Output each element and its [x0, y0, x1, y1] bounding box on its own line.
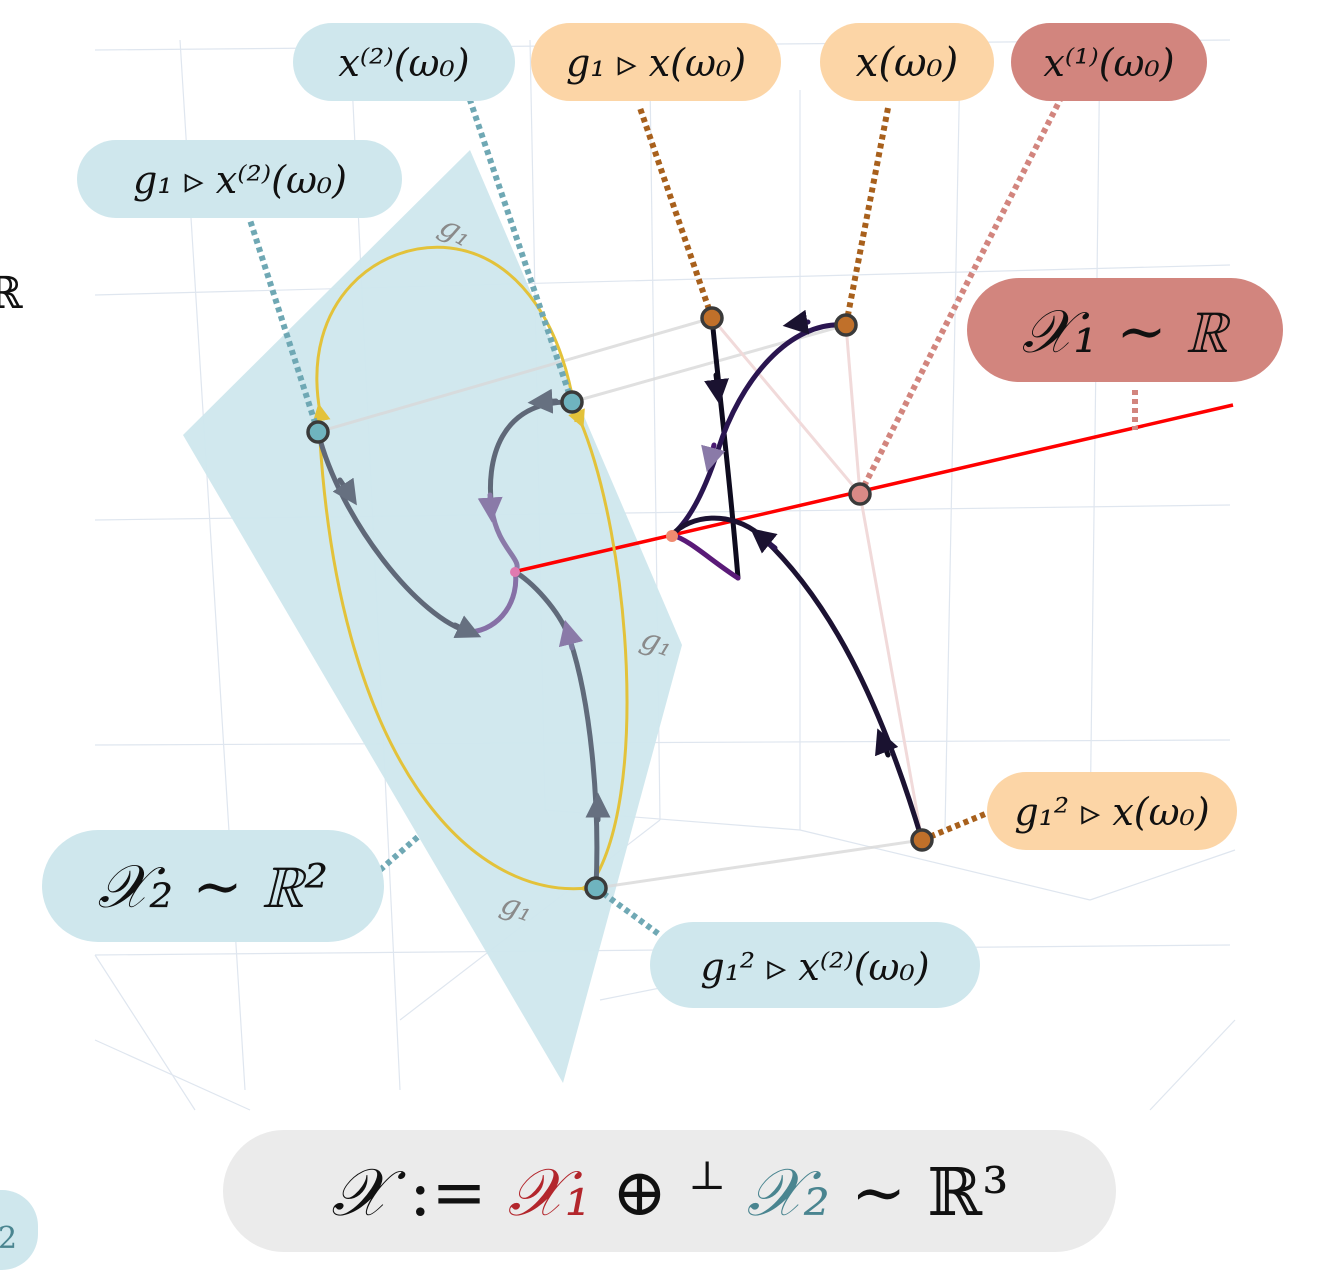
formula-tail: ∼ ℝ³	[851, 1154, 1009, 1231]
svg-text:g₁² ▹ x⁽²⁾(ω₀): g₁² ▹ x⁽²⁾(ω₀)	[700, 945, 929, 989]
x2-plane	[183, 150, 682, 1083]
point-g1sq-x2-w0	[584, 876, 608, 900]
g1-orbit	[312, 245, 629, 897]
label-X1-space: 𝒳₁ ∼ ℝ	[967, 278, 1283, 382]
svg-text:g₁ ▹ x(ω₀): g₁ ▹ x(ω₀)	[566, 41, 746, 85]
label-g1sq-x2-w0: g₁² ▹ x⁽²⁾(ω₀)	[650, 922, 980, 1008]
point-g1-x-w0	[700, 306, 724, 330]
x2-trajectories	[315, 388, 611, 891]
svg-text:x(ω₀): x(ω₀)	[856, 40, 958, 86]
formula-x: 𝒳	[331, 1154, 406, 1231]
point-x-w0	[834, 313, 858, 337]
points	[306, 306, 934, 900]
label-X2-space: 𝒳₂ ∼ ℝ²	[42, 830, 384, 942]
point-g1sq-x-w0	[910, 828, 934, 852]
leader-lines	[247, 98, 1138, 938]
svg-text:g₁² ▹ x(ω₀): g₁² ▹ x(ω₀)	[1014, 790, 1209, 834]
svg-text:𝒳₁ ∼ ℝ: 𝒳₁ ∼ ℝ	[1022, 297, 1232, 367]
svg-text:x⁽²⁾(ω₀): x⁽²⁾(ω₀)	[338, 41, 469, 85]
label-g1sq-x-w0: g₁² ▹ x(ω₀)	[987, 772, 1237, 850]
svg-text:2: 2	[0, 1221, 17, 1256]
edge-clip-r: ℝ	[0, 268, 23, 319]
point-x1-w0	[848, 482, 872, 506]
svg-text:g₁ ▹ x⁽²⁾(ω₀): g₁ ▹ x⁽²⁾(ω₀)	[133, 158, 347, 202]
label-x-w0: x(ω₀)	[820, 23, 994, 101]
x-trajectories	[510, 309, 925, 843]
label-x2-w0: x⁽²⁾(ω₀)	[293, 23, 515, 101]
label-g1-x2-w0: g₁ ▹ x⁽²⁾(ω₀)	[77, 140, 402, 218]
svg-text:𝒳 := 𝒳₁: 𝒳 := 𝒳₁ ⊕ ⊥ 𝒳₂ ∼ ℝ³	[331, 1128, 1008, 1231]
projection-lines	[317, 316, 923, 890]
x1-axis-line	[512, 403, 1234, 574]
label-g1-x-w0: g₁ ▹ x(ω₀)	[531, 23, 781, 101]
point-x2-w0	[560, 390, 584, 414]
formula-x2: 𝒳₂	[747, 1154, 830, 1231]
formula-oplus: ⊕	[612, 1154, 667, 1231]
label-x1-w0: x⁽¹⁾(ω₀)	[1011, 23, 1207, 101]
edge-clip-2: 2	[0, 1190, 38, 1270]
svg-text:x⁽¹⁾(ω₀): x⁽¹⁾(ω₀)	[1043, 41, 1174, 85]
point-g1-x2-w0	[306, 420, 330, 444]
formula-assign: :=	[409, 1154, 508, 1231]
formula-x1: 𝒳₁	[508, 1154, 591, 1231]
bottom-formula: 𝒳 := 𝒳₁ ⊕ ⊥ 𝒳₂ ∼ ℝ³	[223, 1128, 1116, 1252]
svg-text:𝒳₂ ∼ ℝ²: 𝒳₂ ∼ ℝ²	[98, 852, 329, 922]
formula-perp: ⊥	[688, 1153, 726, 1199]
